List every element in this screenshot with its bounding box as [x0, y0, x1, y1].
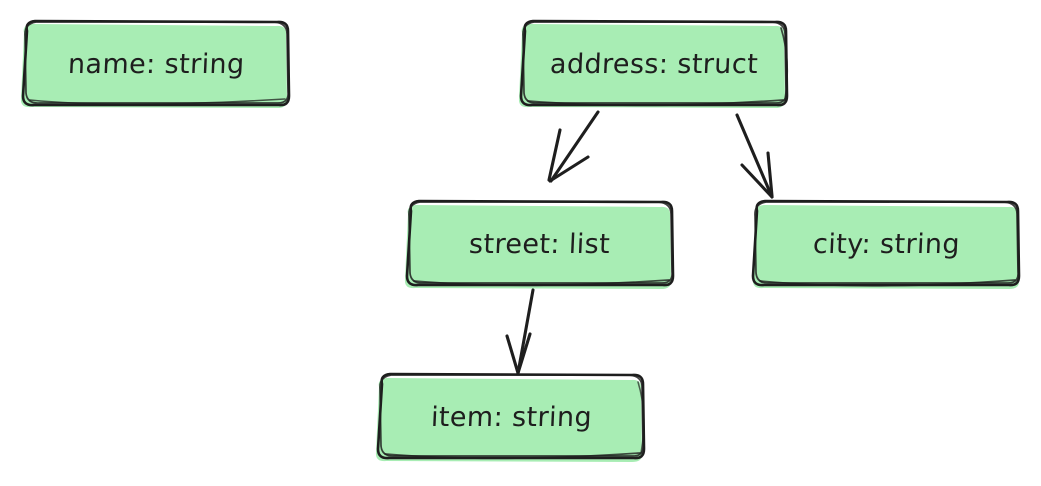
node-label-address: address: struct: [549, 48, 759, 80]
node-label-city: city: string: [811, 228, 961, 260]
node-item[interactable]: item: string: [375, 373, 647, 461]
node-label-item: item: string: [429, 401, 593, 433]
node-label-name: name: string: [67, 48, 245, 80]
node-label-street: street: list: [468, 228, 612, 260]
edge-address-to-street: [547, 110, 600, 183]
node-address[interactable]: address: struct: [518, 20, 790, 108]
node-name[interactable]: name: string: [20, 20, 292, 108]
node-street[interactable]: street: list: [404, 200, 676, 288]
node-city[interactable]: city: string: [750, 200, 1022, 288]
edge-address-to-city: [735, 113, 774, 199]
edge-street-to-item: [505, 288, 535, 375]
